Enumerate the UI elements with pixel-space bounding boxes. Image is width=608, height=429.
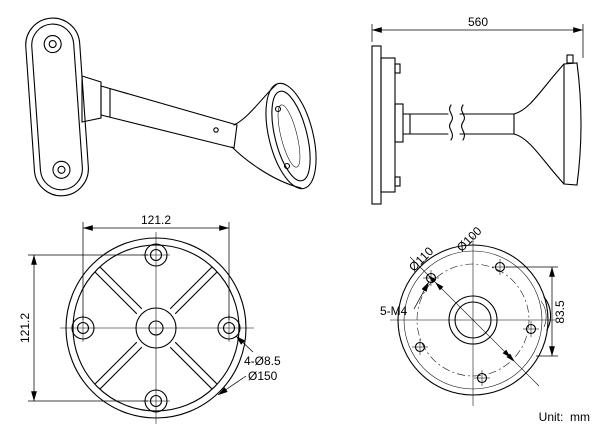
wall-plate [25, 17, 89, 197]
dim-height-label: 121.2 [18, 313, 32, 343]
rim-screw-hole [274, 105, 282, 113]
thread-holes-label: 5-M4 [380, 304, 408, 318]
thread-callout: 5-M4 [380, 281, 430, 318]
dimension-height: 121.2 [18, 254, 148, 402]
dim-560-label: 560 [468, 15, 488, 29]
dimension-835: 83.5 [506, 266, 567, 357]
circle-110-label: Ø110 [406, 244, 436, 274]
base-plate-view: 121.2 121.2 4-Ø8.5 Ø150 [18, 213, 281, 424]
break-line [461, 104, 465, 141]
mount-holes-label: 4-Ø8.5 [244, 354, 281, 368]
wall-plate-side [371, 45, 404, 205]
rim-screw-hole [283, 162, 291, 170]
set-screw [566, 54, 574, 64]
break-line [449, 104, 453, 141]
perspective-view [25, 17, 317, 197]
diameter-callout: Ø150 [217, 369, 278, 396]
ribs [94, 266, 218, 390]
side-view: 560 [371, 15, 584, 205]
center-lines [60, 232, 254, 424]
arm-side [402, 104, 515, 141]
cone-mount [231, 82, 317, 190]
mount-arm [81, 75, 238, 149]
hole-callout: 4-Ø8.5 [235, 335, 281, 368]
dimension-width: 121.2 [82, 213, 230, 320]
junction-box-view: Ø100 Ø110 5-M4 83.5 [380, 224, 567, 406]
dim-835-label: 83.5 [553, 300, 567, 324]
arm-hole [213, 127, 219, 133]
circle-100-label: Ø100 [454, 224, 485, 255]
dimension-560: 560 [371, 15, 584, 58]
unit-label: Unit: mm [538, 410, 590, 424]
knockout [540, 300, 547, 328]
outer-diameter-label: Ø150 [248, 369, 278, 383]
dim-width-label: 121.2 [141, 213, 171, 227]
cone-side [513, 54, 582, 186]
